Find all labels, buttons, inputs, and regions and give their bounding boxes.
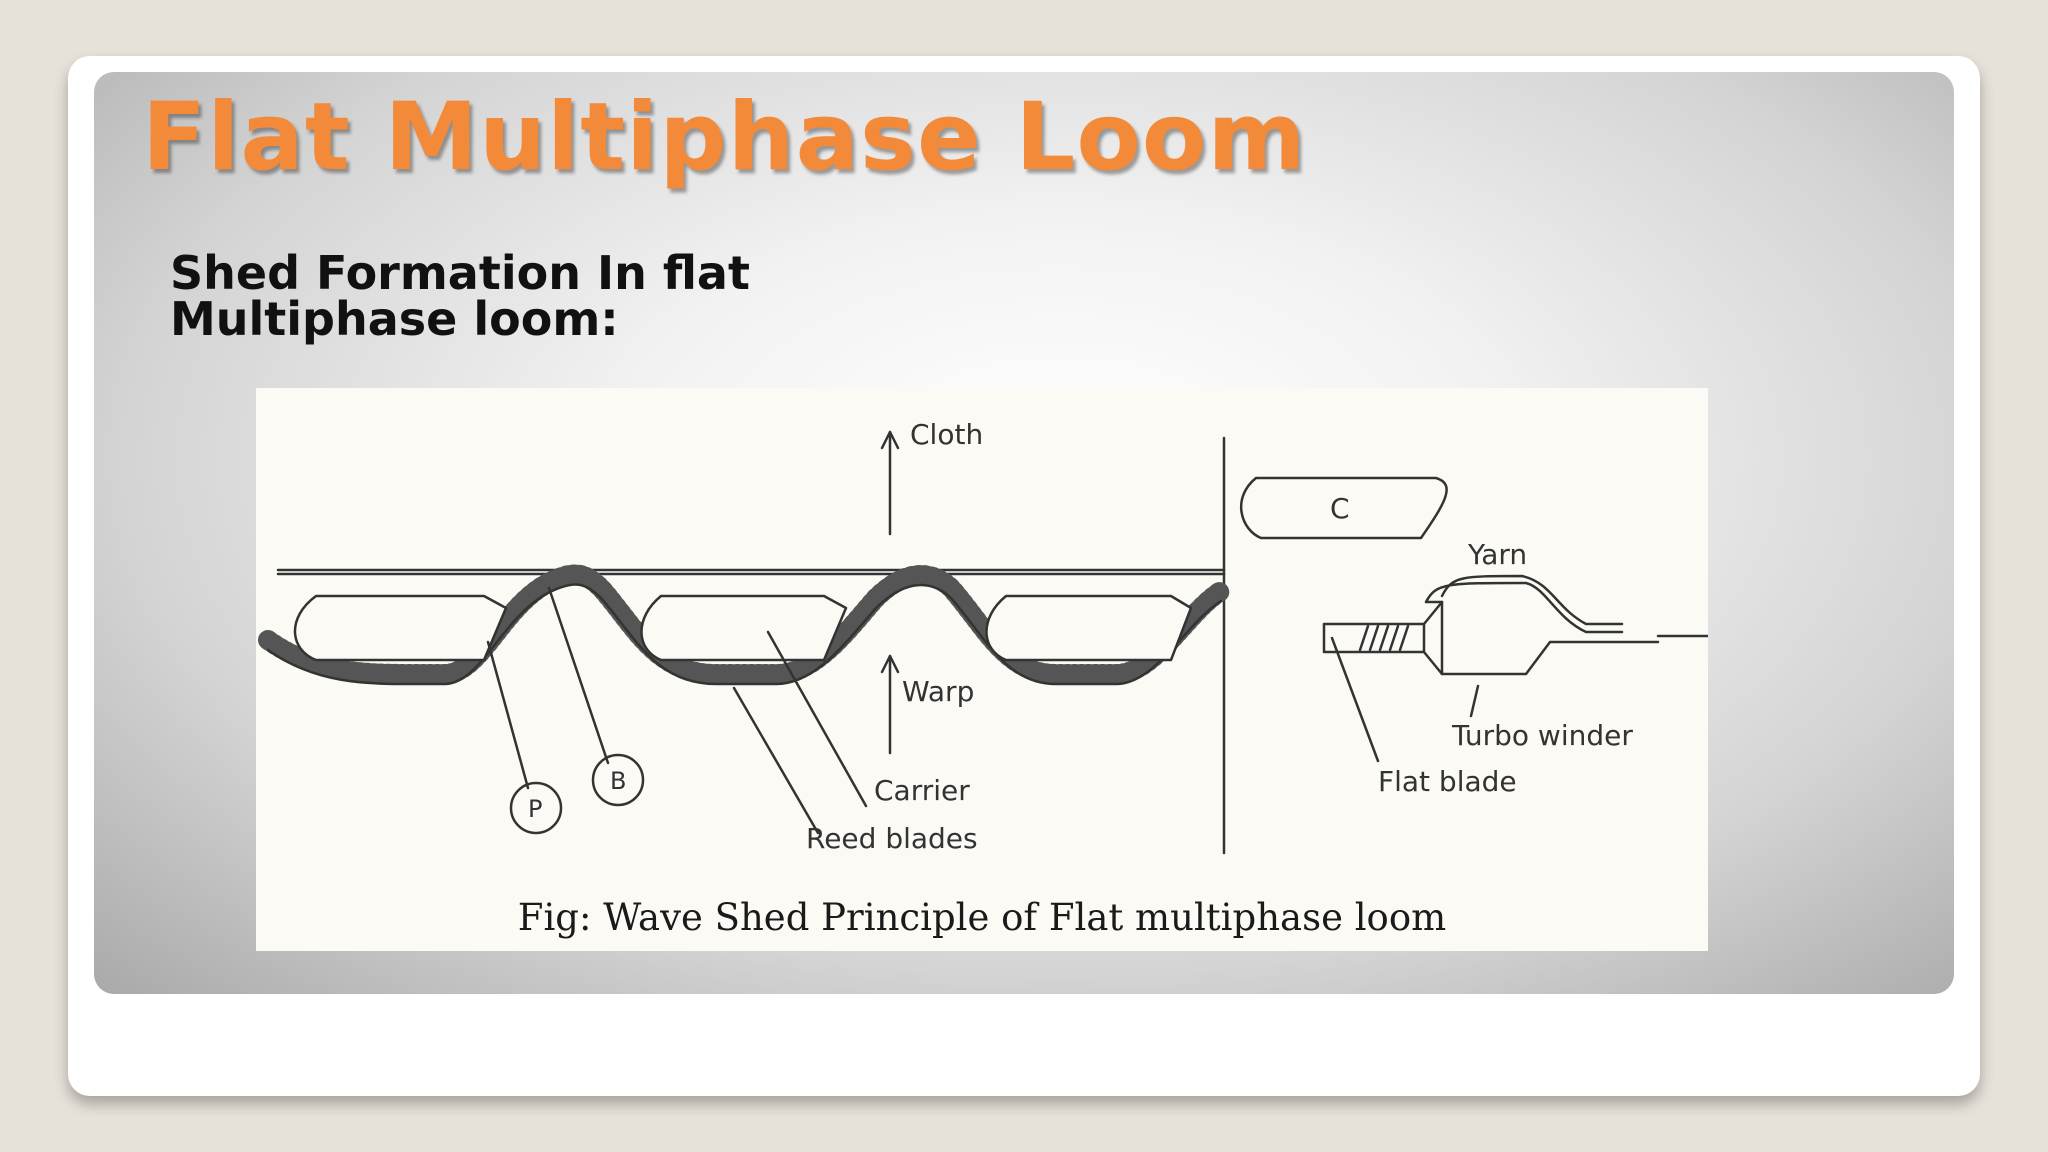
yarn-path-bottom xyxy=(1440,640,1660,676)
figure-caption: Fig: Wave Shed Principle of Flat multiph… xyxy=(517,896,1447,939)
circle-p xyxy=(509,781,563,835)
subheading-line-1: Shed Formation In flat xyxy=(170,246,750,300)
circle-b xyxy=(591,753,645,807)
label-b: B xyxy=(610,767,626,795)
yarn-path-outer xyxy=(1440,574,1624,626)
yarn-path-top xyxy=(1424,581,1624,634)
subheading: Shed Formation In flat Multiphase loom: xyxy=(170,250,750,342)
carrier-1 xyxy=(293,594,508,662)
reed-blades-hatching xyxy=(258,564,1231,684)
label-reed-blades: Reed blades xyxy=(806,822,978,855)
leader-p xyxy=(486,640,530,790)
label-cloth: Cloth xyxy=(910,418,983,451)
label-yarn: Yarn xyxy=(1467,538,1527,571)
carrier-2 xyxy=(640,594,848,662)
warp-arrowhead xyxy=(880,654,900,674)
label-c: C xyxy=(1330,492,1350,525)
leader-turbo-winder xyxy=(1469,684,1480,718)
leader-carrier xyxy=(766,630,868,808)
flat-blade-rod xyxy=(1322,622,1426,654)
label-warp: Warp xyxy=(902,675,974,708)
wave-shed-diagram: Cloth Warp Carrier Reed blades P B C Yar… xyxy=(258,418,1708,855)
carrier-3 xyxy=(985,594,1193,662)
label-turbo-winder: Turbo winder xyxy=(1451,719,1633,752)
reed-blades-wave-line xyxy=(266,583,1223,686)
shape-c xyxy=(1239,476,1448,540)
label-flat-blade: Flat blade xyxy=(1378,765,1517,798)
wave-shed-figure: Cloth Warp Carrier Reed blades P B C Yar… xyxy=(256,388,1708,951)
subheading-line-2: Multiphase loom: xyxy=(170,292,619,346)
cloth-arrowhead xyxy=(880,430,900,450)
leader-flat-blade xyxy=(1330,636,1380,763)
leader-reed-blades xyxy=(732,686,820,835)
label-p: P xyxy=(528,795,542,823)
slide-title: Flat Multiphase Loom xyxy=(142,83,1307,192)
label-carrier: Carrier xyxy=(874,774,970,807)
leader-b xyxy=(547,586,610,765)
winder-cone xyxy=(1422,600,1444,676)
